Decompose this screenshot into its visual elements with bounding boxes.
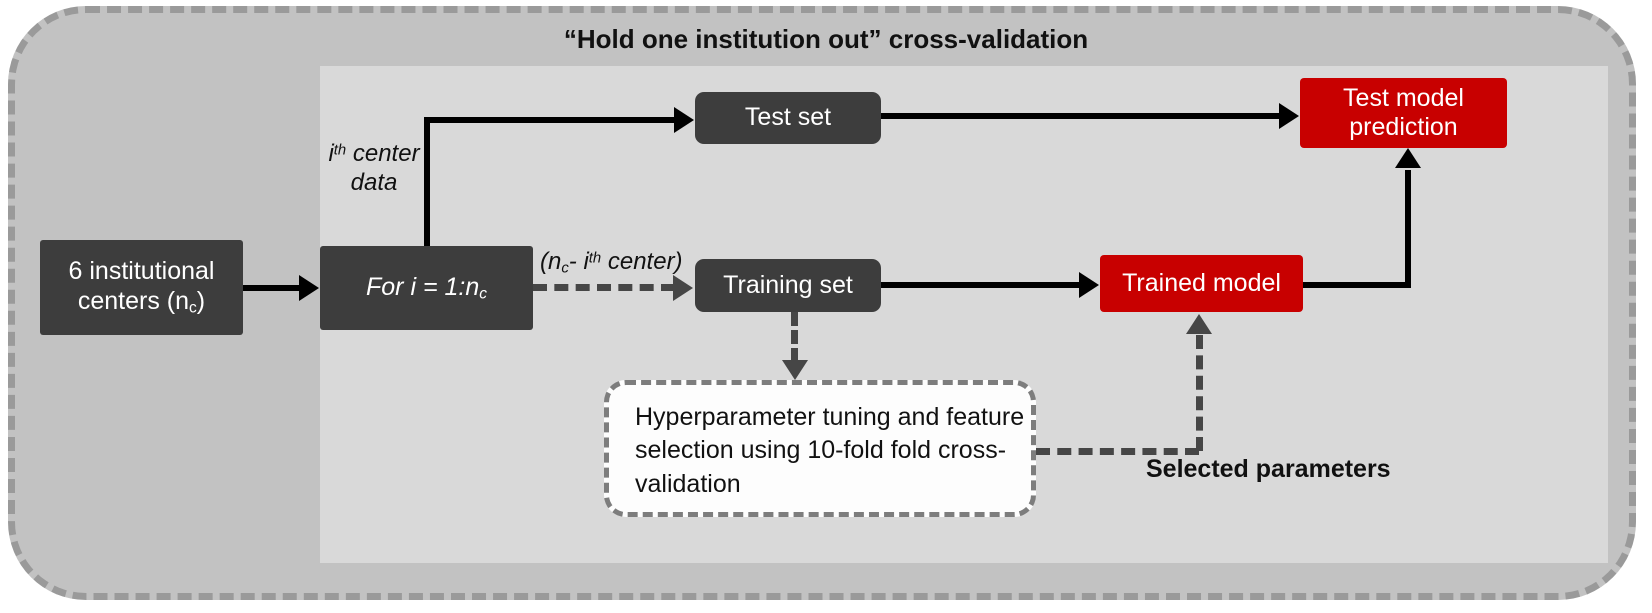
- nc-mid: - i: [568, 248, 589, 275]
- arrowhead-to-testprediction: [1279, 103, 1299, 129]
- node-trained-model[interactable]: Trained model: [1100, 255, 1303, 312]
- centers-line1: 6 institutional: [68, 257, 215, 286]
- edge-label-nc-minus-ith-center: (nc- ith center): [540, 248, 683, 276]
- ith-sup: th: [333, 142, 347, 159]
- diagram-title: “Hold one institution out” cross-validat…: [563, 24, 1089, 54]
- node-hyperparameter-tuning[interactable]: Hyperparameter tuning and feature select…: [604, 380, 1036, 517]
- edge-forloop-up-segment: [424, 117, 430, 248]
- edge-testset-to-testprediction: [881, 113, 1281, 119]
- arrowhead-to-testset: [674, 107, 694, 133]
- centers-line2-post: ): [196, 286, 206, 315]
- nc-sub: c: [561, 260, 569, 277]
- arrowhead-to-hyper: [782, 360, 808, 380]
- centers-line2-sub: c: [189, 299, 197, 317]
- edge-forloop-to-trainingset: [533, 284, 675, 291]
- arrowhead-to-trainingset: [673, 275, 693, 301]
- edge-hyper-to-selected-params: [1036, 448, 1199, 455]
- nc-sup: th: [588, 250, 602, 267]
- node-test-model-prediction[interactable]: Test model prediction: [1300, 78, 1507, 148]
- forloop-sub: c: [479, 285, 487, 303]
- nc-open: (n: [540, 248, 562, 275]
- node-test-set[interactable]: Test set: [695, 92, 881, 144]
- edge-centers-to-forloop: [243, 285, 301, 291]
- node-institutional-centers[interactable]: 6 institutional centers (nc): [40, 240, 243, 335]
- edge-trainingset-to-trainedmodel: [881, 282, 1081, 288]
- arrowhead-to-trainedmodel: [1079, 272, 1099, 298]
- arrowhead-to-testprediction-bottom: [1395, 148, 1421, 168]
- testpred-line2: prediction: [1349, 113, 1458, 141]
- trainingset-label: Training set: [723, 270, 853, 299]
- edge-label-ith-center-data: ith center data: [322, 139, 426, 198]
- centers-line2-pre: centers (n: [77, 286, 190, 315]
- arrowhead-centers-to-forloop: [299, 275, 319, 301]
- edge-trainedmodel-right: [1300, 282, 1411, 288]
- ith-line2: data: [350, 169, 398, 197]
- edge-label-selected-parameters: Selected parameters: [1146, 455, 1391, 483]
- edge-trainingset-to-hyper: [791, 312, 798, 362]
- ith-post: center: [346, 140, 420, 167]
- node-for-loop[interactable]: For i = 1:nc: [320, 246, 533, 330]
- ith-pre: i: [328, 140, 334, 167]
- testset-label: Test set: [744, 103, 832, 132]
- edge-forloop-to-testset: [424, 117, 676, 123]
- nc-close: center): [601, 248, 683, 275]
- arrowhead-to-trainedmodel-params: [1186, 314, 1212, 334]
- edge-trainedmodel-up: [1405, 170, 1411, 285]
- node-training-set[interactable]: Training set: [695, 259, 881, 312]
- testpred-line1: Test model: [1343, 83, 1464, 112]
- forloop-pre: For i = 1:n: [366, 272, 480, 301]
- edge-selected-params-up: [1196, 335, 1203, 451]
- hyper-label: Hyperparameter tuning and feature select…: [635, 403, 1025, 498]
- trainedmodel-label: Trained model: [1122, 268, 1281, 297]
